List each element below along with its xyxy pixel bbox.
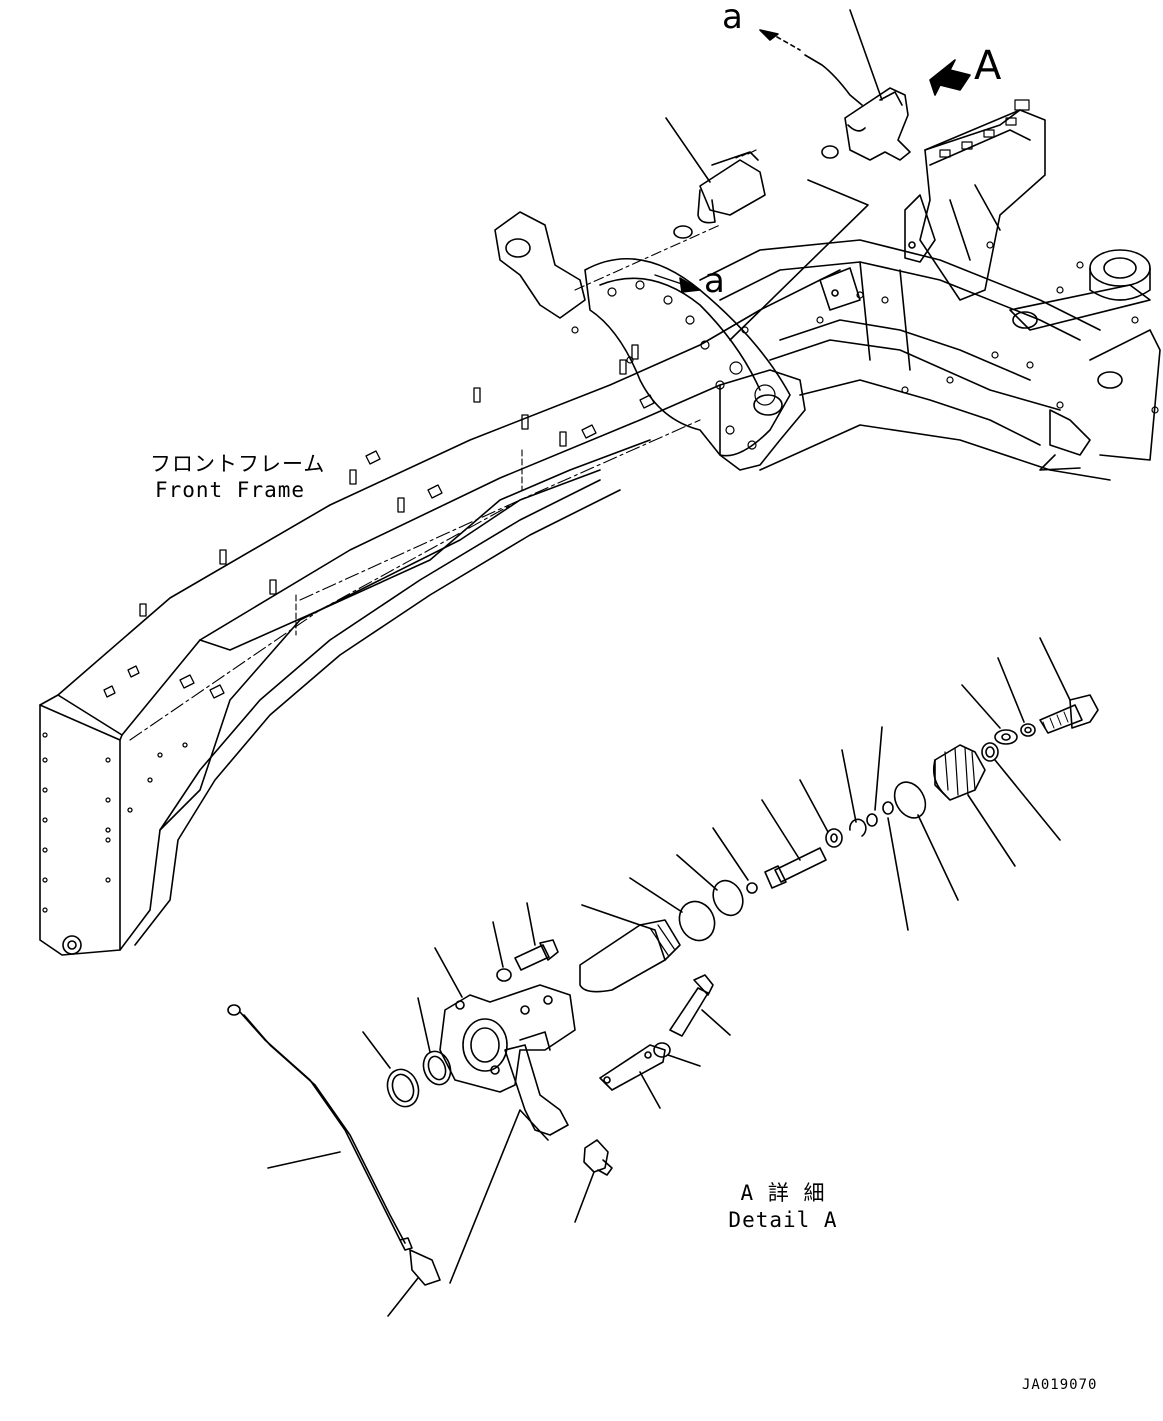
front-frame bbox=[39, 269, 841, 956]
detail-a-label-en: Detail A bbox=[728, 1208, 838, 1232]
ref-letter-a-top: a bbox=[722, 0, 743, 37]
drawing-code: JA019070 bbox=[1022, 1377, 1098, 1393]
top-sensor-assembly bbox=[654, 9, 971, 341]
detail-a-exploded-parts bbox=[227, 637, 1099, 1317]
center-hinge-structure bbox=[494, 99, 1161, 481]
front-frame-label-jp: フロントフレーム bbox=[150, 452, 326, 476]
view-arrow-label-a: A bbox=[974, 43, 1002, 89]
ref-letter-a-mid: a bbox=[704, 261, 725, 301]
detail-a-label-jp: A 詳 細 bbox=[740, 1181, 826, 1205]
front-frame-label-en: Front Frame bbox=[154, 478, 306, 502]
